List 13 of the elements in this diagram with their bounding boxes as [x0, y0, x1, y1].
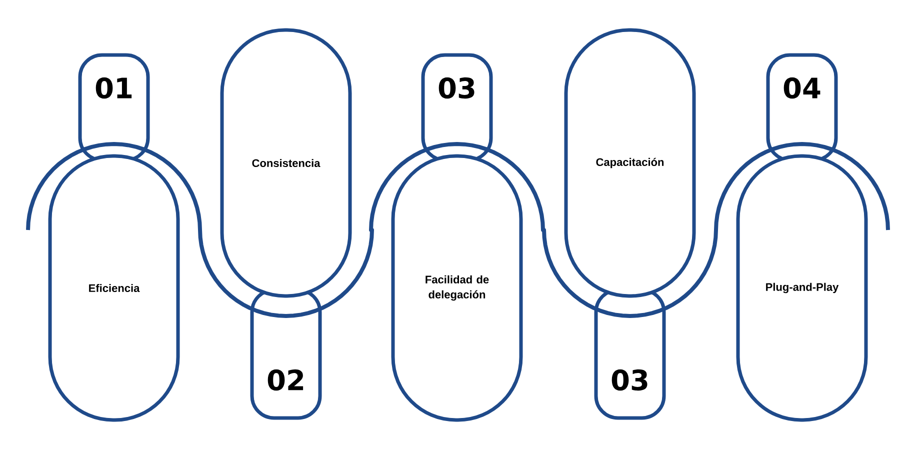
node-label: Plug-and-Play — [766, 282, 839, 294]
node-label: Eficiencia — [89, 284, 140, 292]
number-tab: 01 — [78, 53, 150, 162]
pill-box: Facilidad de delegación — [391, 154, 523, 422]
number-tab: 03 — [421, 53, 493, 162]
node-label: Facilidad de delegación — [426, 275, 489, 301]
number-tab: 04 — [766, 53, 838, 162]
pill-box: Plug-and-Play — [736, 154, 868, 422]
number-tab: 02 — [250, 288, 322, 420]
pill-box: Capacitación — [564, 28, 696, 298]
pill-box: Eficiencia — [48, 154, 180, 422]
pill-box: Consistencia — [220, 28, 352, 298]
number-tab: 03 — [594, 288, 666, 420]
